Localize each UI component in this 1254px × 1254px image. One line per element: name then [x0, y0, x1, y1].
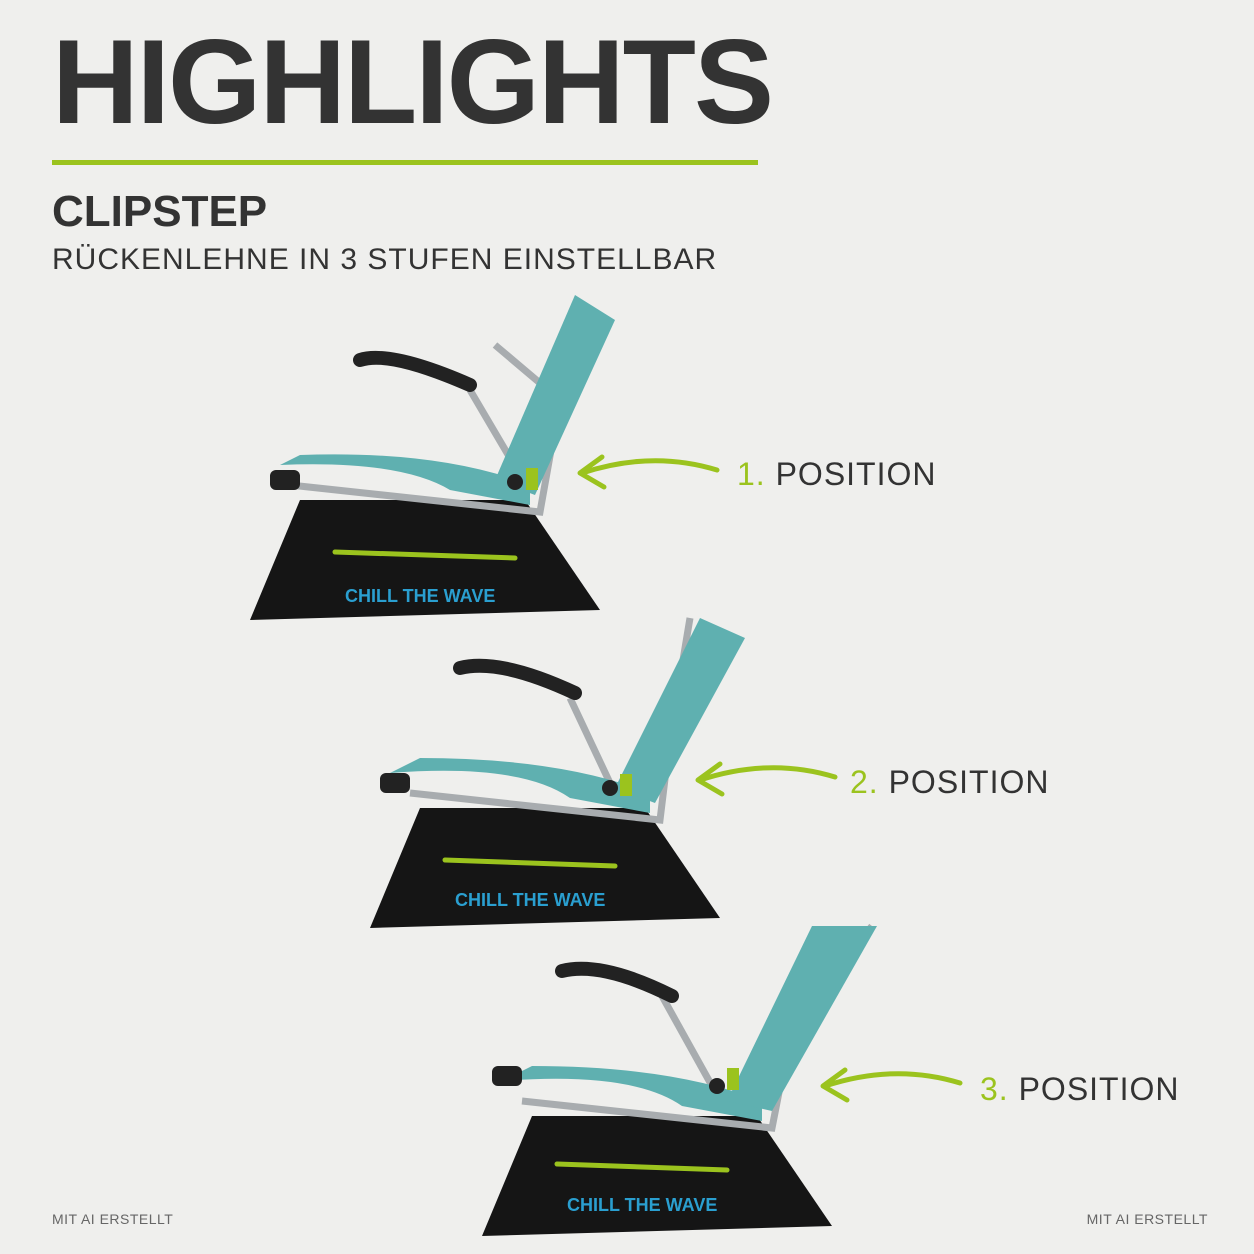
bag-print: CHILL THE WAVE	[455, 890, 605, 910]
bag-print: CHILL THE WAVE	[567, 1195, 717, 1215]
ai-disclaimer-left: MIT AI ERSTELLT	[52, 1211, 174, 1227]
feature-title: CLIPSTEP	[52, 187, 268, 236]
position-label-3: 3. POSITION	[980, 1071, 1180, 1107]
position-label-1: 1. POSITION	[737, 456, 937, 492]
chair-image-position-1: CHILL THE WAVE	[250, 295, 615, 620]
bag-print: CHILL THE WAVE	[345, 586, 495, 606]
storage-bag	[482, 1116, 832, 1236]
page-title: HIGHLIGHTS	[52, 15, 774, 149]
chair-image-position-2: CHILL THE WAVE	[370, 617, 745, 928]
ai-disclaimer-right: MIT AI ERSTELLT	[1086, 1211, 1208, 1227]
arrow-icon	[577, 454, 720, 490]
storage-bag	[370, 808, 720, 928]
accent-divider	[52, 160, 758, 165]
feature-subtitle: RÜCKENLEHNE IN 3 STUFEN EINSTELLBAR	[52, 243, 718, 276]
position-label-2: 2. POSITION	[850, 764, 1050, 800]
chair-image-position-3: CHILL THE WAVE	[482, 923, 877, 1236]
storage-bag	[250, 500, 600, 620]
arrow-icon	[820, 1067, 963, 1103]
arrow-icon	[695, 761, 838, 797]
